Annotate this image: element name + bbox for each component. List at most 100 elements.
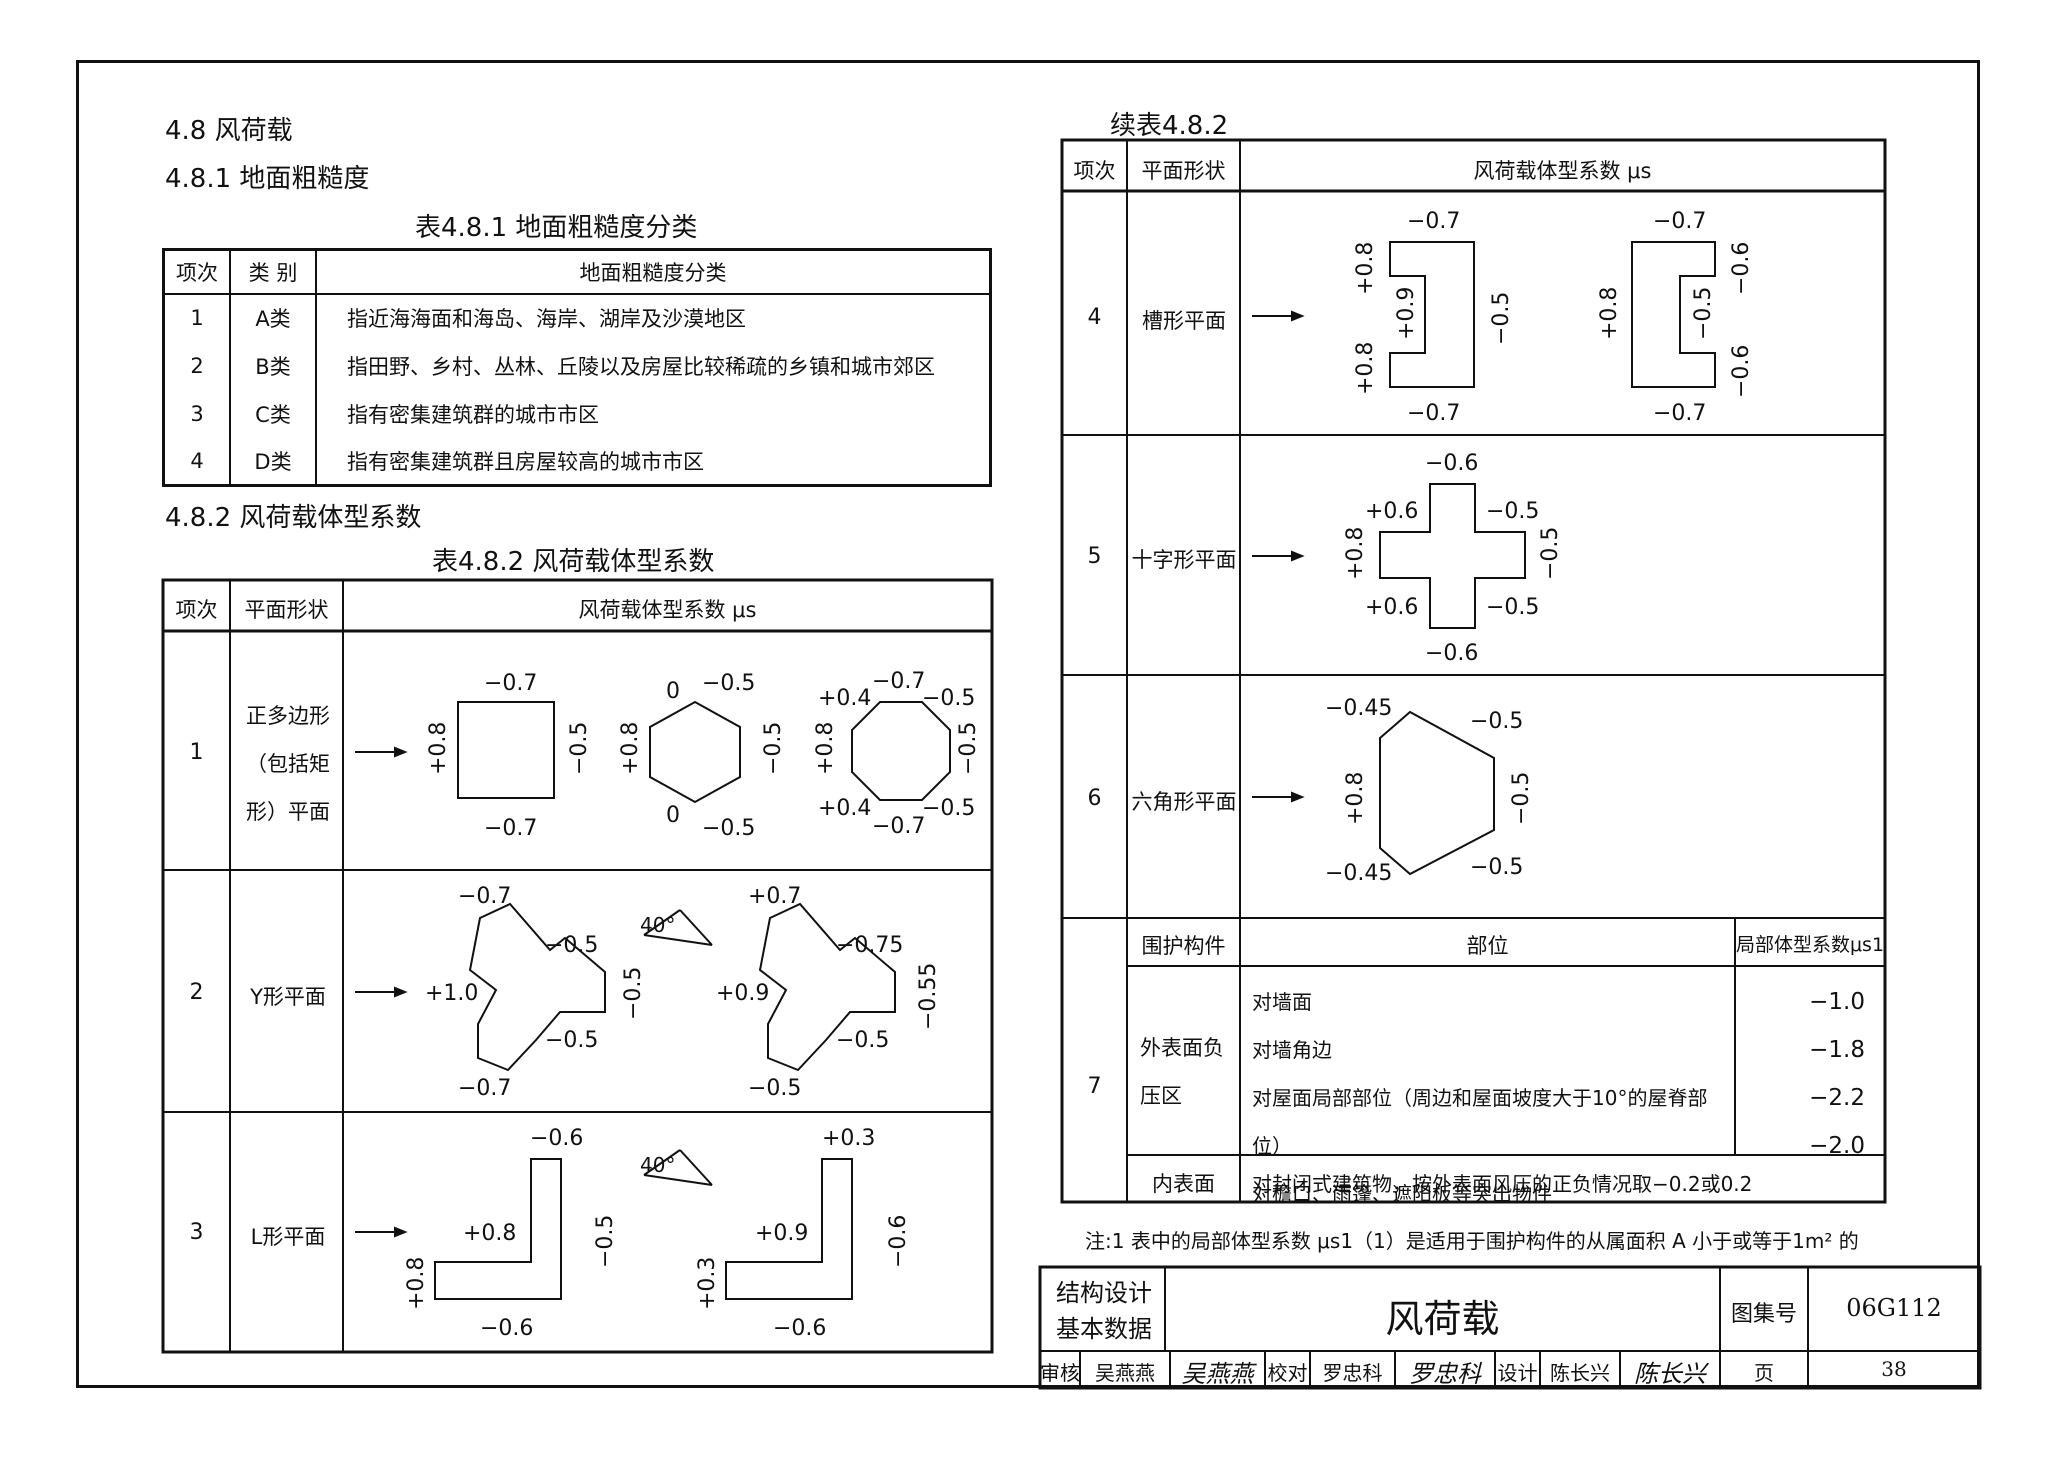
hexagonal-shape <box>1379 710 1495 876</box>
row-class: B类 <box>229 341 317 390</box>
row-index: 1 <box>189 740 204 765</box>
sq-right: −0.5 <box>567 722 592 775</box>
table-481: 项次 类 别 地面粗糙度分类 1 A类 指近海海面和海岛、海岸、湖岸及沙漠地区 … <box>162 248 992 487</box>
row-desc: 指近海海面和海岛、海岸、湖岸及沙漠地区 <box>315 293 992 342</box>
oct-right: −0.5 <box>956 722 981 775</box>
atlas-number: 06G112 <box>1846 1294 1942 1322</box>
row7-positions: 对墙面 对墙角边 对屋面局部部位（周边和屋面坡度大于10°的屋脊部位） 对檐口、… <box>1252 978 1732 1218</box>
design-label: 设计 <box>1497 1361 1538 1385</box>
cross-br: −0.5 <box>1486 595 1539 620</box>
shape-name-polygon: 正多边形 （包括矩 形）平面 <box>236 692 340 836</box>
group-line: 压区 <box>1140 1084 1182 1108</box>
l2-top: +0.3 <box>822 1126 875 1151</box>
row-class: A类 <box>229 293 317 342</box>
hex6-bl: −0.45 <box>1325 861 1392 886</box>
hex-br: −0.5 <box>702 816 755 841</box>
l1-top: −0.6 <box>530 1126 583 1151</box>
ch2-left: +0.8 <box>1597 287 1622 340</box>
y-shape-1 <box>468 902 606 1072</box>
y2-bottom: −0.5 <box>748 1076 801 1101</box>
shape-name-y: Y形平面 <box>250 985 326 1009</box>
oct-top: −0.7 <box>872 669 925 694</box>
ch2-right-top: −0.6 <box>1729 242 1754 295</box>
row7-values: −1.0 −1.8 −2.2 −2.0 <box>1735 978 1865 1170</box>
l2-bottom: −0.6 <box>773 1316 826 1341</box>
hexagon-shape <box>649 700 741 804</box>
y2-in-upper: −0.75 <box>836 933 903 958</box>
table-481-header-class: 类 别 <box>229 248 317 295</box>
y1-top: −0.7 <box>458 884 511 909</box>
y1-left: +1.0 <box>425 981 478 1006</box>
row-index: 4 <box>1087 305 1102 330</box>
category-line: 基本数据 <box>1056 1315 1152 1343</box>
table-482-cont-caption: 续表4.8.2 <box>1110 111 1229 141</box>
drawing-frame <box>76 60 1980 1388</box>
row7-header-pos: 部位 <box>1466 934 1509 958</box>
cont-header-coef: 风荷载体型系数 μs <box>1473 159 1652 183</box>
row-index: 6 <box>1087 786 1102 811</box>
designer-name: 陈长兴 <box>1550 1361 1610 1385</box>
row-index: 3 <box>162 389 231 438</box>
oct-tl: +0.4 <box>818 686 871 711</box>
reviewer-signature: 吴燕燕 <box>1181 1360 1254 1388</box>
row-index: 7 <box>1087 1074 1102 1099</box>
row-class: C类 <box>229 389 317 438</box>
row-index: 5 <box>1087 544 1102 569</box>
hex6-tl: −0.45 <box>1325 696 1392 721</box>
row-index: 2 <box>162 341 231 390</box>
hex-right: −0.5 <box>761 722 786 775</box>
ch1-right: −0.5 <box>1489 292 1514 345</box>
ch1-left-top: +0.8 <box>1353 242 1378 295</box>
y-shape-2 <box>758 902 896 1072</box>
table-482-header-shape: 平面形状 <box>244 598 329 622</box>
row-index: 3 <box>189 1220 204 1245</box>
y2-top: +0.7 <box>748 884 801 909</box>
row-index: 2 <box>189 980 204 1005</box>
table-row: 4 D类 指有密集建筑群且房屋较高的城市市区 <box>162 437 992 487</box>
row7-header-coef: 局部体型系数μs1 <box>1735 934 1885 956</box>
shape-name-cross: 十字形平面 <box>1131 548 1237 572</box>
section-heading: 4.8 风荷载 <box>165 116 293 146</box>
hex-tr: −0.5 <box>702 671 755 696</box>
cross-bottom: −0.6 <box>1425 641 1478 666</box>
l2-inner: +0.9 <box>755 1221 808 1246</box>
cross-bl: +0.6 <box>1365 595 1418 620</box>
y1-bottom: −0.7 <box>458 1076 511 1101</box>
cont-header-shape: 平面形状 <box>1141 159 1226 183</box>
page-number: 38 <box>1881 1357 1907 1381</box>
row-index: 4 <box>162 437 231 487</box>
list-item: 对墙面 <box>1252 990 1312 1014</box>
list-item: −2.0 <box>1809 1133 1865 1159</box>
ch2-bottom: −0.7 <box>1653 401 1706 426</box>
hex-bl: 0 <box>666 803 680 828</box>
ch2-top: −0.7 <box>1653 209 1706 234</box>
page-label: 页 <box>1754 1361 1774 1385</box>
ch1-inner: +0.9 <box>1394 287 1419 340</box>
subsection-heading-482: 4.8.2 风荷载体型系数 <box>165 503 422 533</box>
l1-right: −0.5 <box>593 1215 618 1268</box>
list-item: 对屋面局部部位（周边和屋面坡度大于10°的屋脊部位） <box>1252 1086 1708 1158</box>
oct-left: +0.8 <box>813 722 838 775</box>
channel-shape-1 <box>1389 241 1475 388</box>
row-desc: 指有密集建筑群的城市市区 <box>315 389 992 438</box>
oct-bottom: −0.7 <box>872 814 925 839</box>
hex6-tr: −0.5 <box>1470 709 1523 734</box>
checker-signature: 罗忠科 <box>1409 1360 1481 1388</box>
cross-left: +0.8 <box>1343 527 1368 580</box>
designer-signature: 陈长兴 <box>1634 1360 1706 1388</box>
list-item: 对檐口、雨篷、遮阳板等突出物件 <box>1252 1182 1552 1206</box>
table-482-header-coef: 风荷载体型系数 μs <box>578 598 757 622</box>
l-shape-2 <box>725 1158 853 1300</box>
y2-in-lower: −0.5 <box>836 1028 889 1053</box>
row-desc: 指田野、乡村、丛林、丘陵以及房屋比较稀疏的乡镇和城市郊区 <box>315 341 992 390</box>
row7-group-label: 外表面负 压区 <box>1140 1024 1236 1120</box>
row-class: D类 <box>229 437 317 487</box>
table-482-caption: 表4.8.2 风荷载体型系数 <box>432 547 715 577</box>
cont-header-idx: 项次 <box>1073 159 1116 183</box>
shape-line: 形）平面 <box>246 800 330 824</box>
list-item: −1.8 <box>1809 1037 1865 1063</box>
ch2-inner: −0.5 <box>1691 287 1716 340</box>
